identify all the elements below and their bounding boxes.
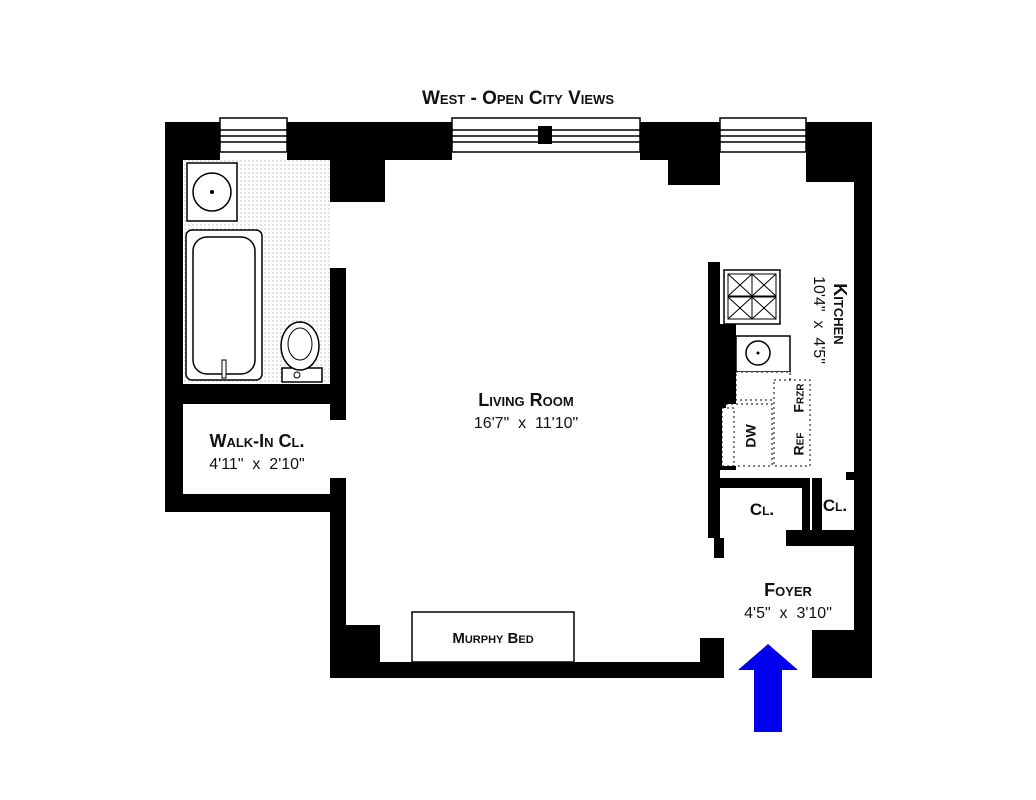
- window-west-3: [719, 117, 807, 153]
- foyer-name: Foyer: [764, 580, 812, 600]
- closet-left-label: Cl.: [750, 500, 774, 519]
- living-room-dims: 16'7" x 11'10": [474, 415, 578, 432]
- toilet-icon: [280, 321, 323, 383]
- closet-right-label: Cl.: [823, 496, 847, 515]
- murphy-bed: Murphy Bed: [411, 611, 575, 663]
- bathtub-icon: [185, 229, 263, 381]
- bath-sink-icon: [186, 162, 238, 222]
- window-mullion: [538, 126, 552, 144]
- refrigerator-label: Ref: [791, 433, 807, 456]
- living-room-name: Living Room: [478, 390, 573, 410]
- svg-text:Murphy Bed: Murphy Bed: [452, 630, 533, 647]
- entry-arrow-icon: [738, 644, 798, 732]
- foyer-dims: 4'5" x 3'10": [744, 605, 832, 622]
- plan-title: West - Open City Views: [422, 88, 614, 109]
- window-west-2: [451, 117, 641, 153]
- walk-in-closet-name: Walk-In Cl.: [209, 431, 304, 451]
- walls: [165, 122, 872, 678]
- dishwasher: DW: [721, 403, 773, 467]
- kitchen-dims: 10'4" x 4'5": [810, 276, 827, 364]
- window-west-1: [219, 117, 288, 153]
- refrigerator: Frzr Ref: [773, 379, 811, 467]
- stove-icon: [723, 269, 781, 325]
- freezer-label: Frzr: [791, 383, 807, 413]
- svg-text:DW: DW: [743, 424, 759, 448]
- walk-in-closet-dims: 4'11" x 2'10": [209, 456, 304, 473]
- kitchen-name: Kitchen: [830, 283, 850, 344]
